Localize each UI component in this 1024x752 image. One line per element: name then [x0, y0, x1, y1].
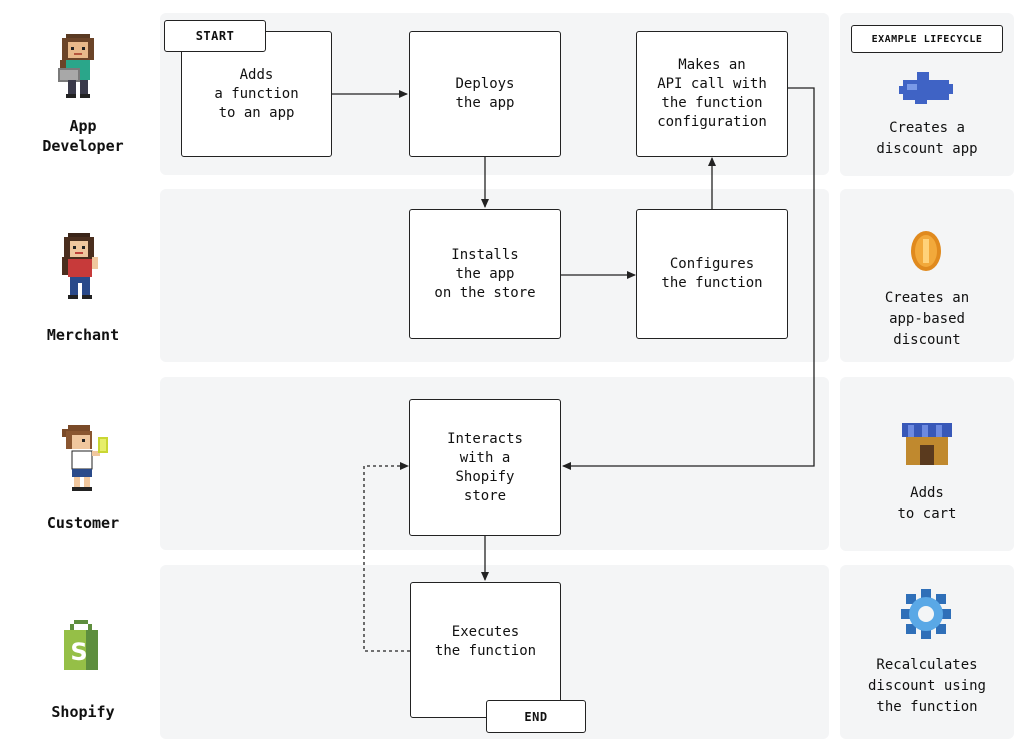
- step-interacts: Interacts with a Shopify store: [409, 399, 561, 536]
- puzzle-piece-icon: [899, 72, 953, 104]
- arrow-api-to-interacts: [562, 87, 815, 470]
- start-tag: START: [164, 20, 266, 52]
- step-executes: Executes the function: [410, 582, 561, 718]
- coin-icon: [911, 231, 941, 271]
- end-tag: END: [486, 700, 586, 733]
- example-lifecycle-tag: EXAMPLE LIFECYCLE: [851, 25, 1003, 53]
- gear-icon: [901, 589, 951, 639]
- actor-app-developer: App Developer: [42, 117, 124, 155]
- example-panel-merchant: [840, 189, 1014, 362]
- svg-text:S: S: [70, 638, 87, 666]
- actor-shopify: Shopify: [51, 703, 115, 721]
- actor-customer: Customer: [46, 514, 120, 532]
- example-shopify-text: Recalculates discount using the function: [867, 657, 986, 715]
- step-installs: Installs the app on the store: [409, 209, 561, 339]
- step-configures: Configures the function: [636, 209, 788, 339]
- shopify-bag-icon: S: [64, 620, 98, 670]
- developer-avatar-icon: [58, 34, 94, 98]
- actor-merchant: Merchant: [46, 326, 120, 344]
- storefront-icon: [902, 423, 952, 465]
- step-deploys: Deploys the app: [409, 31, 561, 157]
- customer-avatar-icon: [62, 425, 108, 491]
- example-customer-text: Adds to cart: [897, 485, 957, 522]
- merchant-avatar-icon: [62, 233, 98, 299]
- step-adds-function: Adds a function to an app: [181, 31, 332, 157]
- step-api-call: Makes an API call with the function conf…: [636, 31, 788, 157]
- example-merchant-text: Creates an app-based discount: [884, 290, 970, 348]
- example-developer-text: Creates a discount app: [876, 120, 978, 157]
- dotted-loop-executes-to-interacts: [363, 462, 410, 652]
